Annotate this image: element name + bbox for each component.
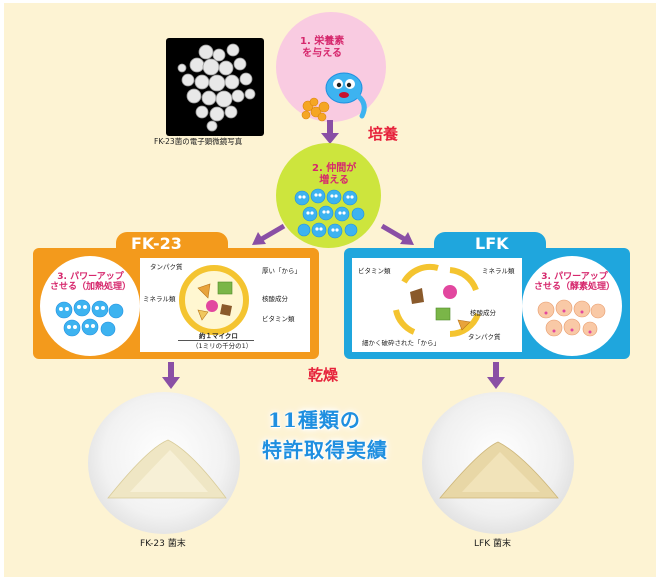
photo-caption: FK-23菌の電子顕微鏡写真 bbox=[154, 137, 243, 146]
lfk-powder-pile-icon bbox=[439, 441, 559, 499]
culture-label: 培養 bbox=[368, 125, 399, 143]
multiplying-bacteria-icon bbox=[294, 188, 365, 239]
fk23-cell-icon bbox=[179, 265, 249, 335]
arrow-down-icon bbox=[162, 362, 180, 389]
fk23-protein-label: タンパク質 bbox=[150, 263, 183, 271]
lfk-title: LFK bbox=[475, 234, 509, 253]
arrow-down-icon bbox=[321, 120, 339, 144]
lfk-power-line1: 3. パワーアップ bbox=[541, 272, 608, 282]
step1-line1: 1. 栄養素 bbox=[300, 36, 345, 47]
lfk-power-line2: させる（酵素処理） bbox=[534, 282, 616, 293]
fk23-powder-caption: FK-23 菌末 bbox=[140, 539, 186, 549]
heated-bacteria-icon bbox=[55, 299, 124, 337]
fk23-thick-shell-label: 厚い「から」 bbox=[262, 267, 301, 275]
step2-text: 2. 仲間が 増える bbox=[312, 163, 356, 186]
arrow-right-down-icon bbox=[380, 223, 414, 245]
lfk-broken-shell-label: 細かく破砕された「から」 bbox=[362, 339, 440, 347]
lfk-vitamin-label: ビタミン類 bbox=[358, 267, 391, 275]
step1-circle bbox=[276, 12, 386, 122]
lfk-cell-diagram bbox=[352, 258, 522, 352]
fk23-powder-pile-icon bbox=[107, 439, 227, 499]
lfk-protein-label: タンパク質 bbox=[468, 333, 501, 341]
step1-text: 1. 栄養素 を与える bbox=[300, 36, 344, 59]
patent-line1: 11種類の bbox=[268, 408, 361, 432]
arrow-left-down-icon bbox=[252, 223, 286, 245]
fk23-power-text: 3. パワーアップ させる（加熱処理） bbox=[50, 272, 131, 293]
lfk-mineral-label: ミネラル類 bbox=[482, 267, 515, 275]
fk23-mineral-label: ミネラル類 bbox=[143, 295, 176, 303]
fk23-micron-label: 約１マイクロ bbox=[199, 332, 238, 340]
patent-line2: 特許取得実績 bbox=[262, 438, 388, 462]
fk23-power-line1: 3. パワーアップ bbox=[57, 272, 124, 282]
fk23-title: FK-23 bbox=[131, 234, 182, 253]
step1-line2: を与える bbox=[302, 47, 342, 59]
bacteria-cluster-image bbox=[177, 43, 256, 132]
step2-line1: 2. 仲間が bbox=[312, 163, 357, 174]
lfk-power-text: 3. パワーアップ させる（酵素処理） bbox=[534, 272, 615, 293]
fk23-powder-photo bbox=[88, 392, 240, 534]
fk23-power-line2: させる（加熱処理） bbox=[50, 282, 132, 293]
lfk-powder-photo bbox=[422, 392, 574, 534]
lfk-broken-cell-icon bbox=[393, 263, 481, 337]
feeding-mascot-icon bbox=[301, 72, 367, 122]
arrow-down-icon bbox=[487, 362, 505, 389]
enzyme-treated-bacteria-icon bbox=[537, 299, 606, 337]
lfk-powder-caption: LFK 菌末 bbox=[474, 539, 511, 549]
fk23-micron-note: （1ミリの千分の1） bbox=[192, 342, 253, 350]
step2-line2: 増える bbox=[319, 174, 349, 186]
fk23-nucleic-label: 核酸成分 bbox=[262, 295, 288, 303]
electron-microscope-photo bbox=[166, 38, 264, 136]
lfk-nucleic-label: 核酸成分 bbox=[470, 309, 496, 317]
fk23-scale-line bbox=[178, 340, 254, 341]
fk23-vitamin-label: ビタミン類 bbox=[262, 315, 295, 323]
dry-label: 乾燥 bbox=[308, 366, 339, 384]
